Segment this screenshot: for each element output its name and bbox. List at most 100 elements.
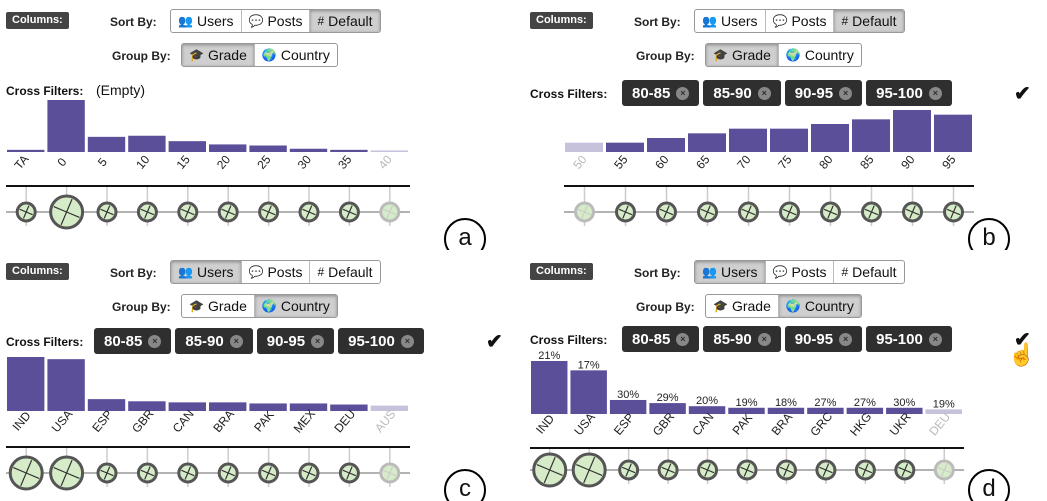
sort-button-label: Default <box>328 13 373 29</box>
group-grade-button[interactable]: 🎓Grade <box>182 44 255 66</box>
sort-posts-button[interactable]: 💬Posts <box>242 10 311 32</box>
tick-label: CAN <box>170 407 197 435</box>
pie-glyph-spoke <box>864 463 869 471</box>
sort-posts-button[interactable]: 💬Posts <box>242 261 311 283</box>
pie-glyph-spoke <box>618 208 626 213</box>
tick-label: USA <box>49 407 76 435</box>
remove-icon[interactable]: × <box>928 86 942 100</box>
columns-button[interactable]: Columns: <box>530 12 593 29</box>
pie-glyph-spoke <box>829 205 834 213</box>
tick-label: BRA <box>210 407 237 435</box>
pie-glyph-spoke <box>308 205 313 213</box>
sort-button-label: Users <box>720 264 758 280</box>
group-grade-button[interactable]: 🎓Grade <box>706 44 779 66</box>
remove-icon[interactable]: × <box>757 86 771 100</box>
pie-glyph-spoke <box>53 205 67 213</box>
tick-label: 15 <box>174 152 194 171</box>
filter-chip[interactable]: 90-95× <box>256 328 335 354</box>
group-country-button[interactable]: 🌍Country <box>778 295 861 317</box>
remove-icon[interactable]: × <box>148 334 162 348</box>
pie-glyph-spoke <box>140 469 148 474</box>
pie-glyph-spoke <box>386 472 391 480</box>
pie-glyph-spoke <box>25 205 30 213</box>
sort-default-button[interactable]: #Default <box>834 261 903 283</box>
group-country-button[interactable]: 🌍Country <box>254 295 337 317</box>
pie-glyph-spoke <box>13 466 27 474</box>
filter-chip[interactable]: 80-85 × <box>622 80 700 106</box>
filter-chip[interactable]: 85-90× <box>703 326 781 352</box>
group-grade-button[interactable]: 🎓Grade <box>706 295 779 317</box>
pie-glyph-spoke <box>622 211 627 219</box>
filter-chip-label: 80-85 <box>632 84 671 102</box>
sort-default-button[interactable]: #Default <box>310 10 380 32</box>
remove-icon[interactable]: × <box>928 332 942 346</box>
filter-chip[interactable]: 90-95× <box>784 326 863 352</box>
group-button-label: Country <box>804 298 854 314</box>
pie-glyph-spoke <box>904 469 912 474</box>
sort-button-label: Posts <box>267 264 303 280</box>
pie-glyph-spoke <box>383 469 391 474</box>
check-icon[interactable]: ✔ <box>1014 83 1031 105</box>
sort-users-button[interactable]: 👥Users <box>695 261 766 283</box>
pie-glyph-spoke <box>268 466 272 474</box>
sort-button-label: Default <box>852 13 897 29</box>
remove-icon[interactable]: × <box>229 334 243 348</box>
pie-glyph-spoke <box>745 211 750 219</box>
filter-chip[interactable]: 85-90× <box>175 328 253 354</box>
group-country-button[interactable]: 🌍Country <box>779 44 861 66</box>
pie-glyph-spoke <box>788 205 793 213</box>
columns-button[interactable]: Columns: <box>6 12 69 29</box>
remove-icon[interactable]: × <box>400 334 414 348</box>
sort-posts-button[interactable]: 💬Posts <box>766 261 835 283</box>
filter-chip-label: 80-85 <box>632 330 671 348</box>
pie-glyph-spoke <box>224 211 229 219</box>
remove-icon[interactable]: × <box>676 86 690 100</box>
remove-icon[interactable]: × <box>757 332 771 346</box>
pie-glyph-spoke <box>943 463 948 471</box>
group-by-group: 🎓Grade🌍Country <box>705 294 862 318</box>
filter-chip[interactable]: 95-100× <box>866 80 952 106</box>
pie-glyph-spoke <box>265 211 270 219</box>
pie-glyph-spoke <box>871 211 879 216</box>
sort-button-label: Default <box>328 264 373 280</box>
check-icon[interactable]: ✔ <box>1014 329 1031 351</box>
remove-icon[interactable]: × <box>839 332 853 346</box>
filter-chip[interactable]: 85-90× <box>703 80 781 106</box>
group-grade-button[interactable]: 🎓Grade <box>182 295 255 317</box>
pie-glyph-spoke <box>583 469 590 484</box>
filter-chips: 80-85×85-90×90-95×95-100× <box>622 326 952 352</box>
tick-label: 85 <box>857 152 877 171</box>
columns-button[interactable]: Columns: <box>530 263 593 280</box>
group-by-group: 🎓Grade🌍Country <box>181 43 338 67</box>
pie-glyph-spoke <box>100 469 108 474</box>
group-country-button[interactable]: 🌍Country <box>255 44 337 66</box>
sort-users-button[interactable]: 👥Users <box>695 10 766 32</box>
filter-chip[interactable]: 95-100 × <box>338 328 424 354</box>
sort-users-button[interactable]: 👥Users <box>171 261 242 283</box>
check-icon[interactable]: ✔ <box>486 331 503 353</box>
sort-default-button[interactable]: #Default <box>310 261 379 283</box>
pie-glyph-spoke <box>904 463 909 471</box>
panel-letter-badge: a <box>444 218 486 250</box>
bar <box>370 150 408 152</box>
pie-glyph-spoke <box>346 211 350 219</box>
remove-icon[interactable]: × <box>839 86 853 100</box>
filter-chip-label: 95-100 <box>348 332 395 350</box>
data-label: 20% <box>696 395 718 407</box>
sort-users-button[interactable]: 👥Users <box>171 10 242 32</box>
pie-glyph-spoke <box>60 211 68 226</box>
remove-icon[interactable]: × <box>311 334 325 348</box>
sort-default-button[interactable]: #Default <box>834 10 904 32</box>
filter-chip[interactable]: 95-100× <box>866 326 952 352</box>
pie-glyph-spoke <box>825 469 833 474</box>
pie-glyph-spoke <box>576 463 590 471</box>
pie-glyph-spoke <box>106 472 114 477</box>
filter-chip[interactable]: 80-85 × <box>622 326 700 352</box>
filter-chip[interactable]: 80-85× <box>94 328 172 354</box>
sort-posts-button[interactable]: 💬Posts <box>766 10 835 32</box>
columns-button[interactable]: Columns: <box>6 263 69 280</box>
users-icon: 👥 <box>178 265 193 279</box>
filter-chip[interactable]: 90-95× <box>784 80 863 106</box>
panel-letter-badge: b <box>968 218 1010 250</box>
remove-icon[interactable]: × <box>676 332 690 346</box>
